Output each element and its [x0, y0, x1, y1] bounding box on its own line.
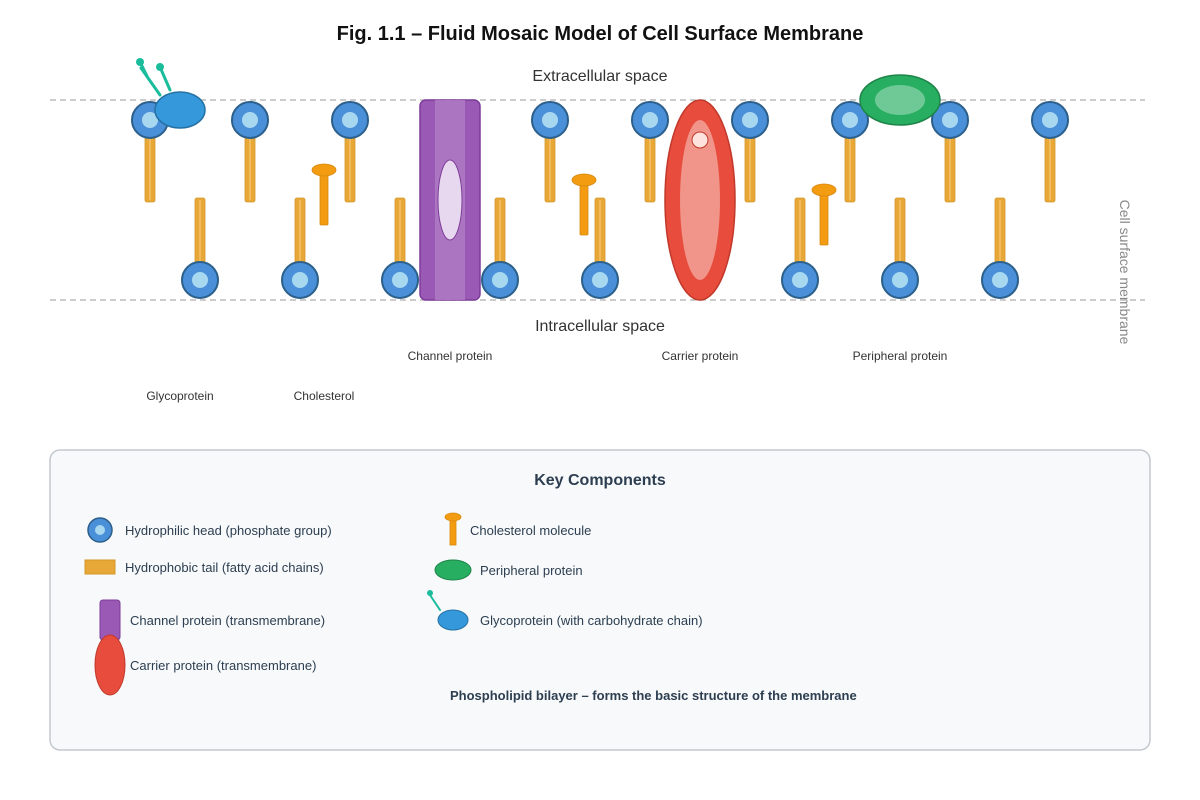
key-glycoprotein-icon: [427, 590, 469, 631]
key-tail-icon: [84, 559, 116, 575]
key-head-label: Hydrophilic head (phosphate group): [125, 523, 332, 538]
glycoprotein: [136, 58, 206, 129]
cell-surface-membrane-label: Cell surface membrane: [1117, 200, 1133, 345]
carrier-protein-label: Carrier protein: [662, 349, 739, 363]
phospholipid-inner: [581, 197, 619, 299]
key-channel-label: Channel protein (transmembrane): [130, 613, 325, 628]
peripheral-protein: [859, 74, 941, 126]
key-glycoprotein-label: Glycoprotein (with carbohydrate chain): [480, 613, 703, 628]
key-panel: Key Components Hydrophilic head (phospha…: [49, 449, 1151, 751]
phospholipid-outer: [931, 101, 969, 203]
key-carrier-label: Carrier protein (transmembrane): [130, 658, 316, 673]
phospholipid-inner: [181, 197, 219, 299]
phospholipid-inner: [481, 197, 519, 299]
phospholipid-inner: [981, 197, 1019, 299]
key-cholesterol-label: Cholesterol molecule: [470, 523, 591, 538]
intracellular-label: Intracellular space: [535, 318, 665, 335]
phospholipid-outer: [231, 101, 269, 203]
phospholipid-inner: [881, 197, 919, 299]
peripheral-protein-label: Peripheral protein: [853, 349, 948, 363]
key-peripheral-icon: [434, 559, 472, 581]
key-tail-label: Hydrophobic tail (fatty acid chains): [125, 560, 324, 575]
key-background: [49, 449, 1151, 751]
cholesterol-molecule: [811, 183, 837, 246]
phospholipid-outer: [631, 101, 669, 203]
cholesterol-molecule: [311, 163, 337, 226]
key-bilayer-note: Phospholipid bilayer – forms the basic s…: [450, 688, 857, 703]
channel-protein: [419, 99, 481, 301]
phospholipid-outer: [831, 101, 869, 203]
cholesterol-molecules: [311, 163, 837, 246]
channel-protein-label: Channel protein: [408, 349, 493, 363]
cholesterol-molecule: [571, 173, 597, 236]
phospholipid-outer: [731, 101, 769, 203]
key-title: Key Components: [534, 472, 666, 489]
key-peripheral-label: Peripheral protein: [480, 563, 583, 578]
glycoprotein-label: Glycoprotein: [146, 389, 213, 403]
phospholipid-outer: [1031, 101, 1069, 203]
phospholipid-bilayer: [131, 101, 1069, 299]
figure-title: Fig. 1.1 – Fluid Mosaic Model of Cell Su…: [337, 23, 864, 45]
key-channel-icon: [99, 599, 121, 641]
key-carrier-icon: [94, 634, 126, 696]
phospholipid-inner: [781, 197, 819, 299]
phospholipid-inner: [381, 197, 419, 299]
key-cholesterol-icon: [444, 512, 462, 546]
phospholipid-outer: [331, 101, 369, 203]
carrier-protein: [664, 99, 736, 301]
cholesterol-label: Cholesterol: [294, 389, 355, 403]
phospholipid-inner: [281, 197, 319, 299]
extracellular-label: Extracellular space: [532, 68, 667, 85]
key-head-icon: [87, 517, 113, 543]
phospholipid-outer: [531, 101, 569, 203]
